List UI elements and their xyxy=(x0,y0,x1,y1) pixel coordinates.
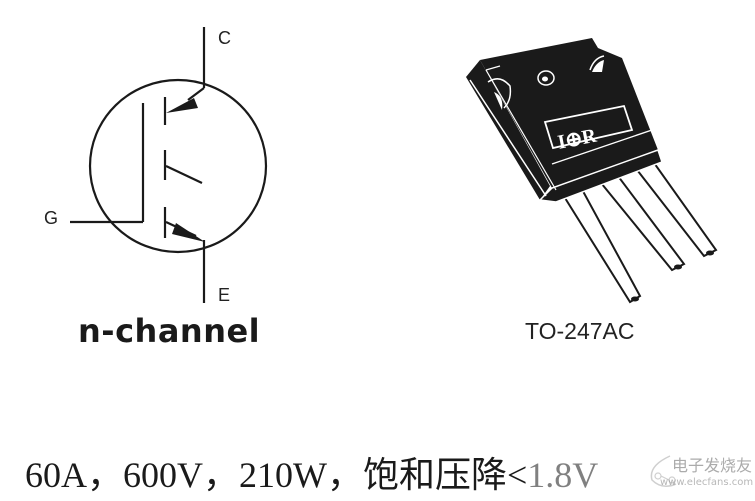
brand-logo-box xyxy=(543,104,634,150)
collector-label: C xyxy=(218,28,231,48)
mid-diagonal xyxy=(165,165,203,184)
to247-package-drawing: I⊕R xyxy=(466,38,718,304)
channel-type-caption: n-channel xyxy=(78,312,261,350)
igbt-symbol xyxy=(70,27,268,303)
emitter-label: E xyxy=(218,285,231,305)
mounting-hole xyxy=(537,70,555,86)
watermark-text: 电子发烧友 xyxy=(672,456,753,475)
watermark-url: www.elecfans.com xyxy=(660,477,754,488)
collector-arrow-icon xyxy=(166,98,198,113)
symbol-circle xyxy=(88,78,268,254)
emitter-arrow-icon xyxy=(172,223,205,242)
spec-tail: 1.8V xyxy=(527,455,599,495)
spec-line: 60A，600V，210W，饱和压降<1.8V xyxy=(25,446,598,498)
gate-label: G xyxy=(44,208,59,228)
watermark-logo-icon xyxy=(650,455,677,487)
package-side xyxy=(466,60,550,200)
package-caption: TO-247AC xyxy=(525,318,635,344)
package-body xyxy=(480,38,658,188)
spec-text: 60A，600V，210W，饱和压降< xyxy=(25,455,528,495)
